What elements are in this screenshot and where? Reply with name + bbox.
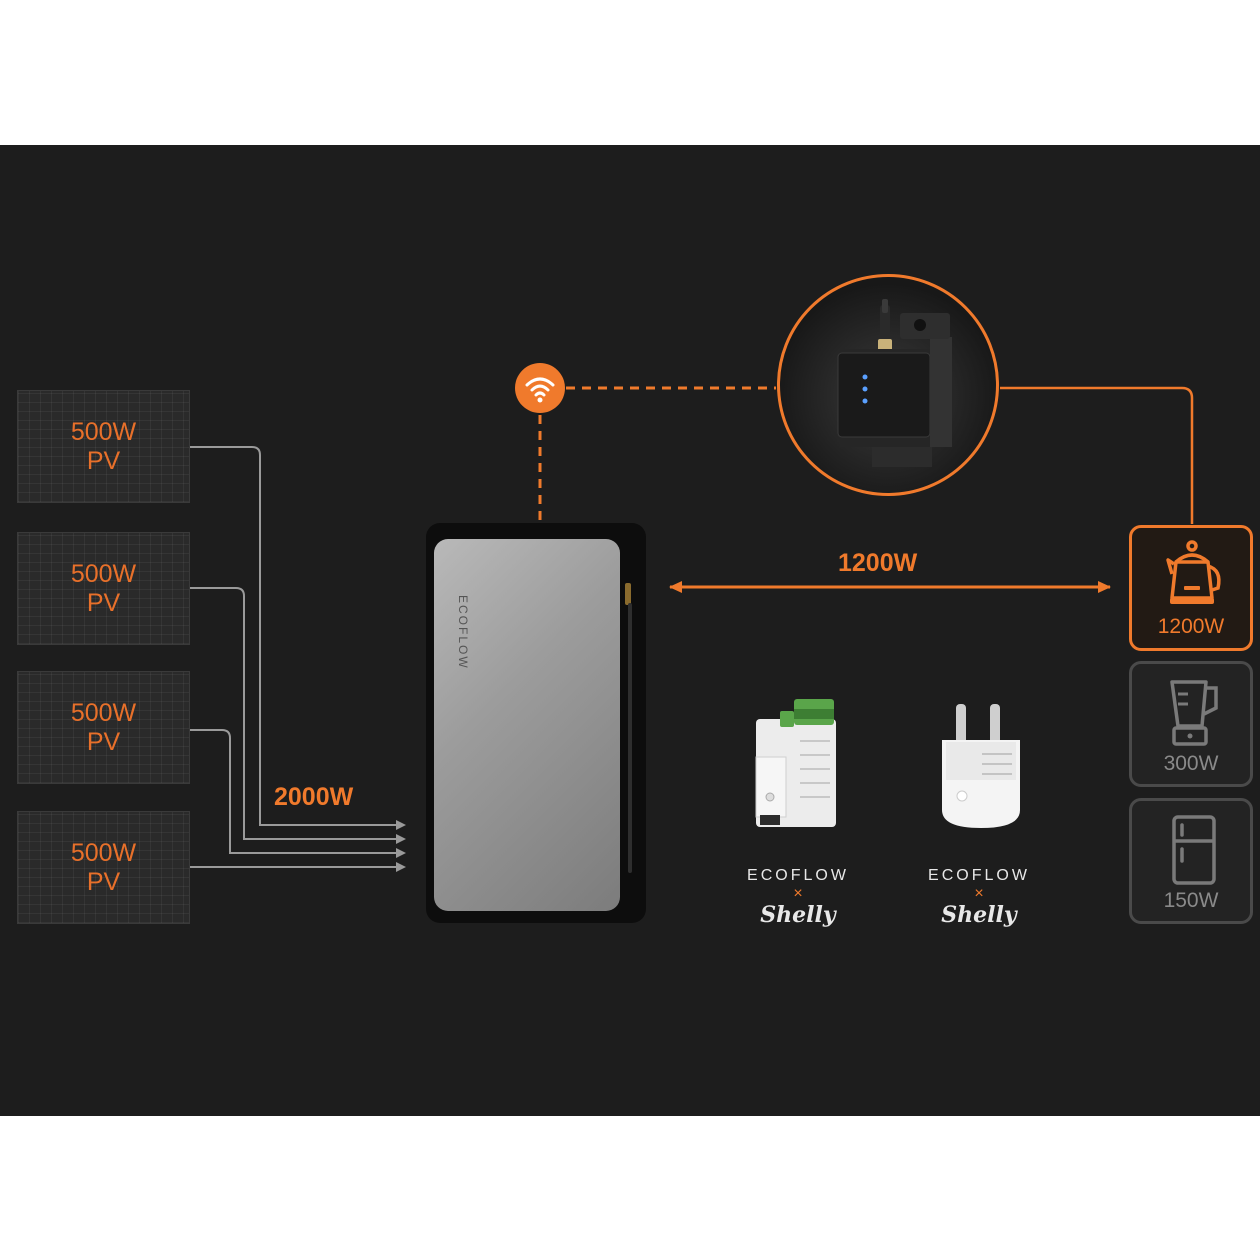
- pv-line-2: [190, 587, 406, 844]
- pv-panel-type: PV: [86, 727, 121, 756]
- partner-brand-plug: ECOFLOW × Shelly: [919, 867, 1039, 927]
- smart-meter-icon: [837, 299, 952, 467]
- pv-panel-power: 500W: [70, 838, 137, 867]
- pv-panel-type: PV: [86, 588, 121, 617]
- output-flow-label: 1200W: [838, 549, 918, 577]
- battery-unit: ECOFLOW: [426, 523, 646, 923]
- ecoflow-logo: ECOFLOW: [747, 867, 849, 884]
- pv-line-1: [190, 446, 406, 830]
- wifi-icon: [515, 363, 565, 413]
- battery-front-panel: ECOFLOW: [434, 539, 620, 911]
- cross-mark: ×: [974, 885, 984, 902]
- pv-panel-4: 500W PV: [17, 811, 190, 924]
- appliance-kettle: 1200W: [1129, 525, 1253, 651]
- battery-handle: [625, 583, 631, 605]
- fridge-icon: [1172, 815, 1216, 885]
- pv-panel-1: 500W PV: [17, 390, 190, 503]
- ecoflow-logo: ECOFLOW: [928, 867, 1030, 884]
- blender-icon: [1170, 680, 1218, 746]
- diagram-stage: 500W PV 500W PV 500W PV 500W PV 2000W EC…: [0, 145, 1260, 1116]
- partner-brand-meter: ECOFLOW × Shelly: [738, 867, 858, 927]
- battery-brand-label: ECOFLOW: [456, 595, 470, 670]
- smart-plug-image: [942, 704, 1020, 828]
- pv-line-3: [190, 729, 406, 858]
- appliance-power: 150W: [1163, 889, 1219, 912]
- battery-side-bar: [628, 603, 632, 873]
- meter-to-appliance-line: [1000, 386, 1194, 524]
- appliance-power: 1200W: [1157, 615, 1225, 638]
- pv-panel-power: 500W: [70, 698, 137, 727]
- pv-panel-2: 500W PV: [17, 532, 190, 645]
- pv-panel-3: 500W PV: [17, 671, 190, 784]
- shelly-logo: Shelly: [760, 902, 836, 928]
- appliance-blender: 300W: [1129, 661, 1253, 787]
- kettle-icon: [1166, 540, 1221, 604]
- appliance-fridge: 150W: [1129, 798, 1253, 924]
- shelly-logo: Shelly: [941, 902, 1017, 928]
- pv-panel-type: PV: [86, 446, 121, 475]
- pv-total-label: 2000W: [274, 783, 354, 811]
- pv-panel-type: PV: [86, 867, 121, 896]
- cross-mark: ×: [793, 885, 803, 902]
- appliance-power: 300W: [1163, 752, 1219, 775]
- pv-panel-power: 500W: [70, 417, 137, 446]
- pv-panel-power: 500W: [70, 559, 137, 588]
- smart-meter-circle: [777, 274, 999, 496]
- connection-lines: [190, 386, 1194, 872]
- din-rail-meter-image: [755, 699, 836, 827]
